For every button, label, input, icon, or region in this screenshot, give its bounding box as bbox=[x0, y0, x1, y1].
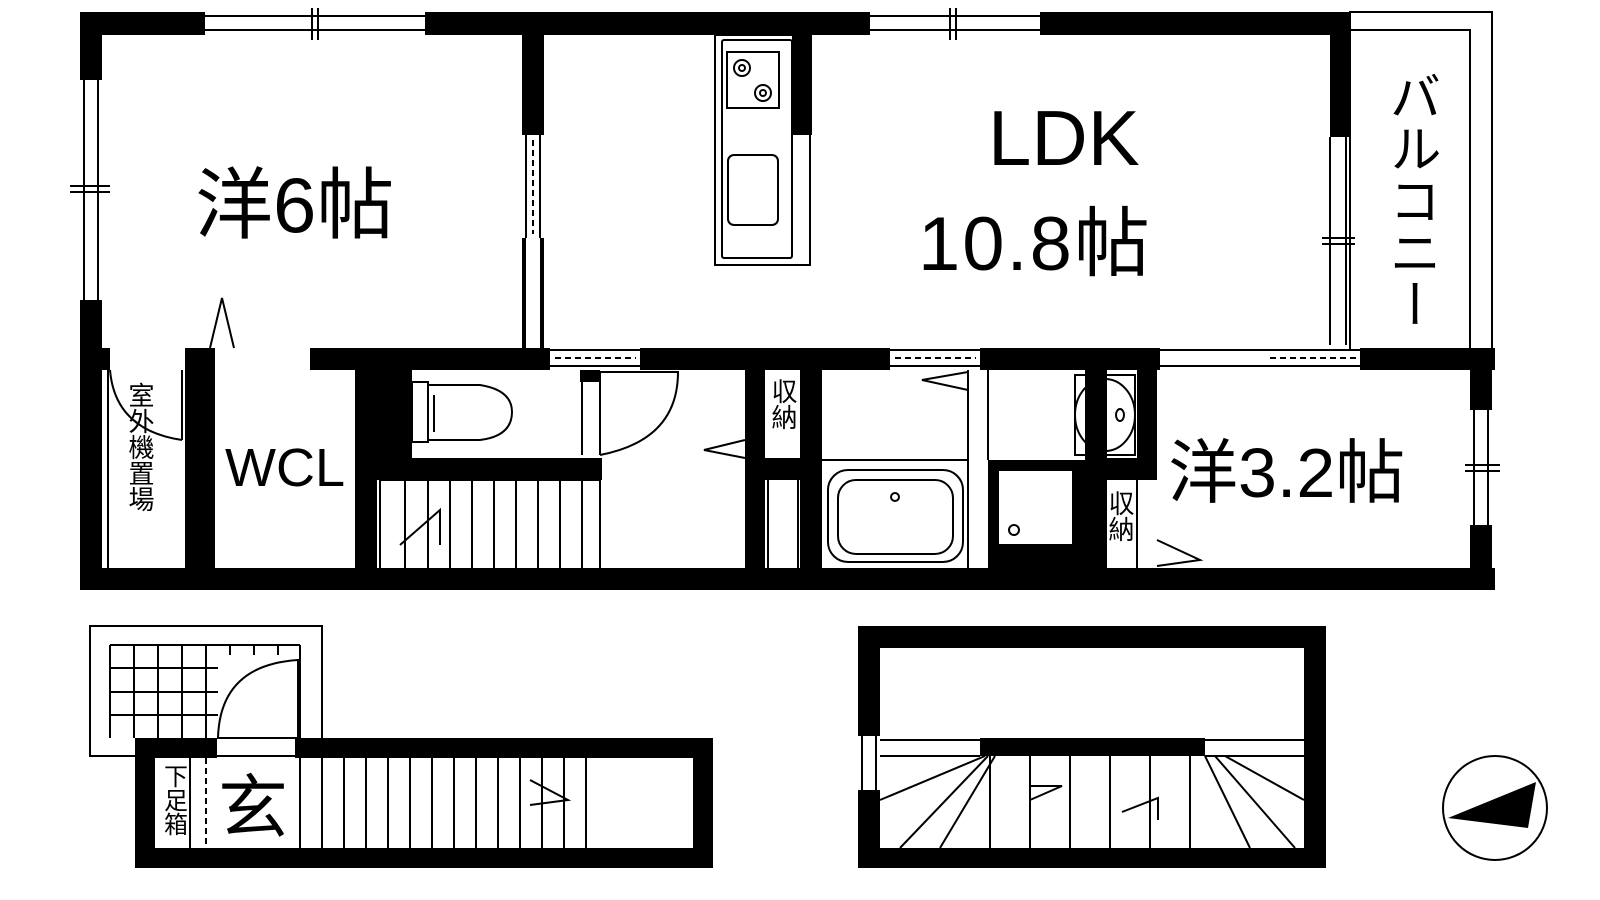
hall-door bbox=[703, 439, 746, 459]
top-window-1 bbox=[205, 8, 425, 40]
room-label-ldk-size: 10.8帖 bbox=[918, 202, 1152, 287]
door-western-6 bbox=[209, 297, 235, 349]
right-window bbox=[1465, 410, 1500, 525]
storage-right bbox=[1107, 370, 1157, 568]
room-label-shoe-box: 下足箱 bbox=[160, 764, 188, 836]
shoe-box bbox=[189, 758, 207, 848]
door-western-3-2 bbox=[1156, 539, 1204, 567]
storage-left bbox=[745, 370, 822, 570]
kitchen-counter bbox=[714, 34, 811, 266]
washbasin-icon bbox=[1074, 374, 1136, 456]
stove-icon bbox=[726, 51, 780, 109]
entrance-floor bbox=[89, 625, 713, 868]
partition-window bbox=[525, 135, 541, 238]
room-label-ldk: LDK bbox=[988, 94, 1140, 182]
main-floor bbox=[70, 8, 1500, 590]
stairs-entrance bbox=[299, 758, 587, 848]
row-wall-openings bbox=[550, 349, 1360, 367]
room-label-western-6: 洋6帖 bbox=[195, 161, 394, 249]
room-label-balcony: バルコニー bbox=[1381, 70, 1439, 330]
sink-icon bbox=[727, 154, 779, 226]
toilet-door bbox=[581, 371, 680, 456]
washroom bbox=[987, 370, 1107, 570]
entrance-walls bbox=[135, 738, 713, 868]
room-label-wcl: WCL bbox=[225, 438, 345, 498]
entrance-door bbox=[216, 655, 299, 740]
stairs-loft bbox=[879, 739, 1305, 849]
wcl-walls bbox=[355, 370, 377, 570]
room-label-outdoor-unit: 室外機置場 bbox=[125, 382, 155, 512]
top-window-2 bbox=[870, 8, 1040, 40]
bathtub-icon bbox=[827, 469, 964, 563]
north-arrow-icon bbox=[1442, 755, 1548, 861]
loft-floor bbox=[858, 626, 1326, 868]
kitchen-wall bbox=[792, 35, 812, 135]
room-label-western-3-2: 洋3.2帖 bbox=[1168, 434, 1405, 512]
left-window bbox=[70, 80, 110, 300]
room-label-storage-right: 収納 bbox=[1105, 490, 1135, 542]
bathroom bbox=[822, 370, 969, 568]
outdoor-unit-area bbox=[107, 369, 183, 568]
room-label-storage-left: 収納 bbox=[768, 378, 798, 430]
room-label-entrance: 玄 bbox=[218, 769, 288, 847]
row-wall bbox=[80, 348, 1495, 570]
stairs-main bbox=[379, 479, 601, 568]
loft-walls bbox=[858, 626, 1326, 868]
partition-western-ldk bbox=[522, 35, 544, 348]
toilet-room bbox=[377, 370, 602, 480]
loft-window bbox=[861, 736, 877, 790]
toilet-icon bbox=[411, 381, 514, 443]
